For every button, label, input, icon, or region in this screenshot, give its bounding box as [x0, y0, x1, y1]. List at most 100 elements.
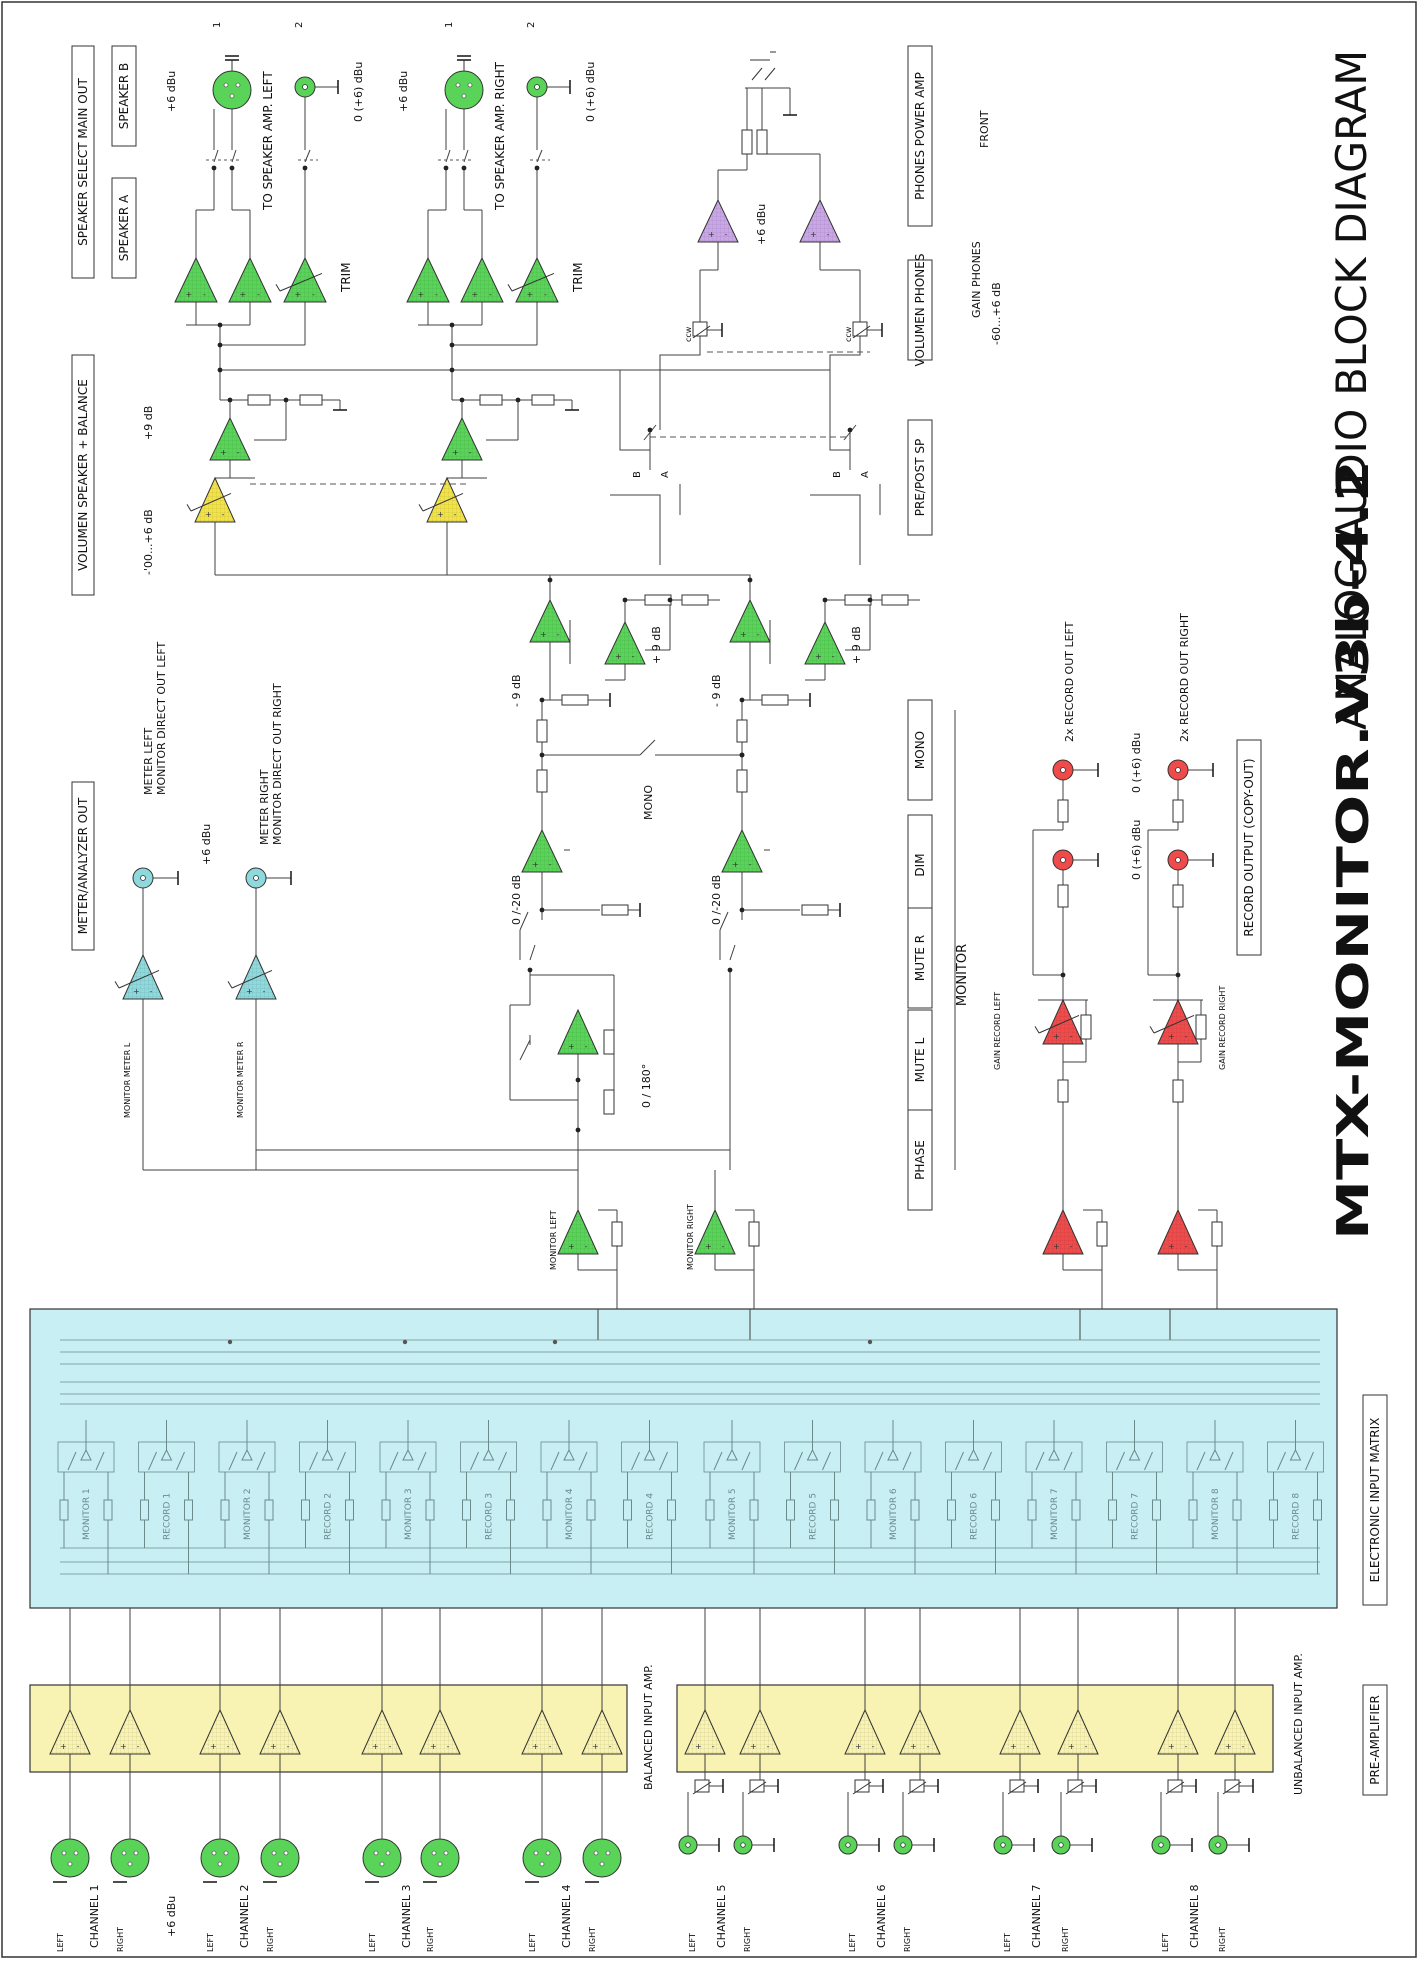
input-level-label: +6 dBu	[165, 1896, 178, 1937]
channel-1-left-xlr[interactable]	[50, 1838, 90, 1878]
matrix-cell-monitor-3[interactable]: MONITOR 3	[379, 1420, 437, 1574]
input-trim-pot[interactable]	[749, 1779, 765, 1793]
volume-speaker-box-label: VOLUMEN SPEAKER + BALANCE	[76, 379, 90, 571]
speaker-a-button[interactable]: SPEAKER A	[111, 177, 137, 279]
matrix-label-box[interactable]: ELECTRONIC INPUT MATRIX	[1362, 1394, 1388, 1606]
rca-speaker-out-left[interactable]	[294, 76, 316, 98]
monitor-amp-plus9-right: +-	[804, 620, 846, 665]
matrix-cell-monitor-1[interactable]: MONITOR 1	[57, 1420, 115, 1574]
to-speaker-label: TO SPEAKER AMP. LEFT	[261, 71, 275, 211]
matrix-cell-record-4[interactable]: RECORD 4	[621, 1420, 678, 1574]
input-trim-pot[interactable]	[1167, 1779, 1183, 1793]
volume-phones-box-label: VOLUMEN PHONES	[913, 254, 927, 367]
record-out-left-label: 2x RECORD OUT LEFT	[1063, 621, 1076, 742]
matrix-cell-record-1[interactable]: RECORD 1	[138, 1420, 195, 1574]
volume-phones-box[interactable]: VOLUMEN PHONES	[907, 254, 933, 367]
matrix-cell-record-5[interactable]: RECORD 5	[784, 1420, 841, 1574]
channel-4-right-xlr[interactable]	[582, 1838, 622, 1878]
matrix-cell-monitor-6[interactable]: MONITOR 6	[864, 1420, 922, 1574]
matrix-cell-record-7[interactable]: RECORD 7	[1106, 1420, 1163, 1574]
resistor	[603, 1089, 615, 1115]
rca-speaker-out-right[interactable]	[526, 76, 548, 98]
channel-6-left-rca[interactable]	[838, 1835, 858, 1855]
phones-volume-pot[interactable]	[852, 321, 868, 337]
xlr-speaker-out-left[interactable]	[212, 70, 252, 110]
mute-l-button[interactable]: MUTE L	[907, 1009, 933, 1111]
volume-speaker-box[interactable]: VOLUMEN SPEAKER + BALANCE	[71, 354, 95, 596]
label-zero6dbu: 0 (+6) dBu	[352, 62, 365, 122]
junction-dot	[747, 577, 753, 583]
mute-r-button[interactable]: MUTE R	[907, 907, 933, 1009]
matrix-cell-record-2[interactable]: RECORD 2	[299, 1420, 356, 1574]
channel-6-right-rca[interactable]	[893, 1835, 913, 1855]
phones-jack[interactable]	[750, 51, 776, 81]
record-jack-1-right[interactable]	[1167, 759, 1189, 781]
channel-8-right-rca[interactable]	[1208, 1835, 1228, 1855]
input-trim-pot[interactable]	[1009, 1779, 1025, 1793]
record-jack-2-left[interactable]	[1052, 849, 1074, 871]
matrix-cell-monitor-2[interactable]: MONITOR 2	[218, 1420, 276, 1574]
channel-side-label: RIGHT	[1218, 1927, 1227, 1952]
preamp-label-box[interactable]: PRE-AMPLIFIER	[1362, 1684, 1388, 1796]
monitor-section-label: MONITOR	[955, 944, 970, 1006]
channel-3-left-xlr[interactable]	[362, 1838, 402, 1878]
pin-label-1: 1	[444, 22, 455, 28]
matrix-cell-monitor-5[interactable]: MONITOR 5	[703, 1420, 761, 1574]
volume-amp-plus9-left: +-	[209, 416, 251, 461]
svg-text:-: -	[203, 290, 206, 299]
meter-out-box[interactable]: METER/ANALYZER OUT	[71, 781, 95, 951]
channel-1-right-xlr[interactable]	[110, 1838, 150, 1878]
phones-volume-pot[interactable]	[692, 321, 708, 337]
phase-button[interactable]: PHASE	[907, 1109, 933, 1211]
input-trim-pot[interactable]	[854, 1779, 870, 1793]
record-output-box[interactable]: RECORD OUTPUT (COPY-OUT)	[1236, 739, 1262, 956]
channel-side-label: RIGHT	[426, 1927, 435, 1952]
input-trim-pot[interactable]	[909, 1779, 925, 1793]
matrix-cell-record-3[interactable]: RECORD 3	[460, 1420, 517, 1574]
dim-button[interactable]: DIM	[907, 814, 933, 916]
input-trim-pot[interactable]	[1067, 1779, 1083, 1793]
record-jack-1-left[interactable]	[1052, 759, 1074, 781]
matrix-cell-record-8[interactable]: RECORD 8	[1267, 1420, 1324, 1574]
input-trim-pot[interactable]	[694, 1779, 710, 1793]
meter-jack-right[interactable]	[245, 867, 267, 889]
meter-jack-left[interactable]	[132, 867, 154, 889]
channel-5-right-rca[interactable]	[733, 1835, 753, 1855]
resistor	[299, 394, 323, 406]
channel-3-right-xlr[interactable]	[420, 1838, 460, 1878]
phones-resistor	[741, 129, 753, 155]
input-trim-pot[interactable]	[1224, 1779, 1240, 1793]
svg-text:-: -	[749, 860, 752, 869]
channel-7-left-rca[interactable]	[993, 1835, 1013, 1855]
xlr-speaker-out-right[interactable]	[444, 70, 484, 110]
svg-text:-: -	[227, 1742, 230, 1751]
svg-text:-: -	[435, 290, 438, 299]
speaker-b-button[interactable]: SPEAKER B	[111, 45, 137, 147]
matrix-cell-monitor-4[interactable]: MONITOR 4	[540, 1420, 598, 1574]
matrix-cell-monitor-7[interactable]: MONITOR 7	[1025, 1420, 1083, 1574]
svg-text:+: +	[246, 987, 253, 996]
channel-7-right-rca[interactable]	[1051, 1835, 1071, 1855]
phones-power-box[interactable]: PHONES POWER AMP	[907, 45, 933, 227]
mono-button[interactable]: MONO	[907, 699, 933, 801]
channel-5-left-rca[interactable]	[678, 1835, 698, 1855]
svg-text:+: +	[430, 1742, 437, 1751]
record-output-box-label: RECORD OUTPUT (COPY-OUT)	[1242, 758, 1256, 936]
junction-dot	[539, 907, 545, 913]
matrix-cell-monitor-8[interactable]: MONITOR 8	[1186, 1420, 1244, 1574]
matrix-cell-record-6[interactable]: RECORD 6	[945, 1420, 1002, 1574]
monitor-amp-left: +-	[529, 598, 571, 643]
channel-2-left-xlr[interactable]	[200, 1838, 240, 1878]
speaker-select-box[interactable]: SPEAKER SELECT MAIN OUT	[71, 45, 95, 279]
speaker-amp-b-right: +-	[460, 256, 504, 303]
channel-8-left-rca[interactable]	[1151, 1835, 1171, 1855]
svg-text:-: -	[1070, 1032, 1073, 1041]
channel-4-left-xlr[interactable]	[522, 1838, 562, 1878]
record-jack-2-right[interactable]	[1167, 849, 1189, 871]
channel-2-right-xlr[interactable]	[260, 1838, 300, 1878]
junction-dot	[647, 427, 653, 433]
pre-post-button[interactable]: PRE/POST SP	[907, 419, 933, 536]
monitor-direct-left-label: MONITOR DIRECT OUT LEFT	[155, 642, 168, 795]
channel-side-label: LEFT	[1161, 1933, 1170, 1952]
